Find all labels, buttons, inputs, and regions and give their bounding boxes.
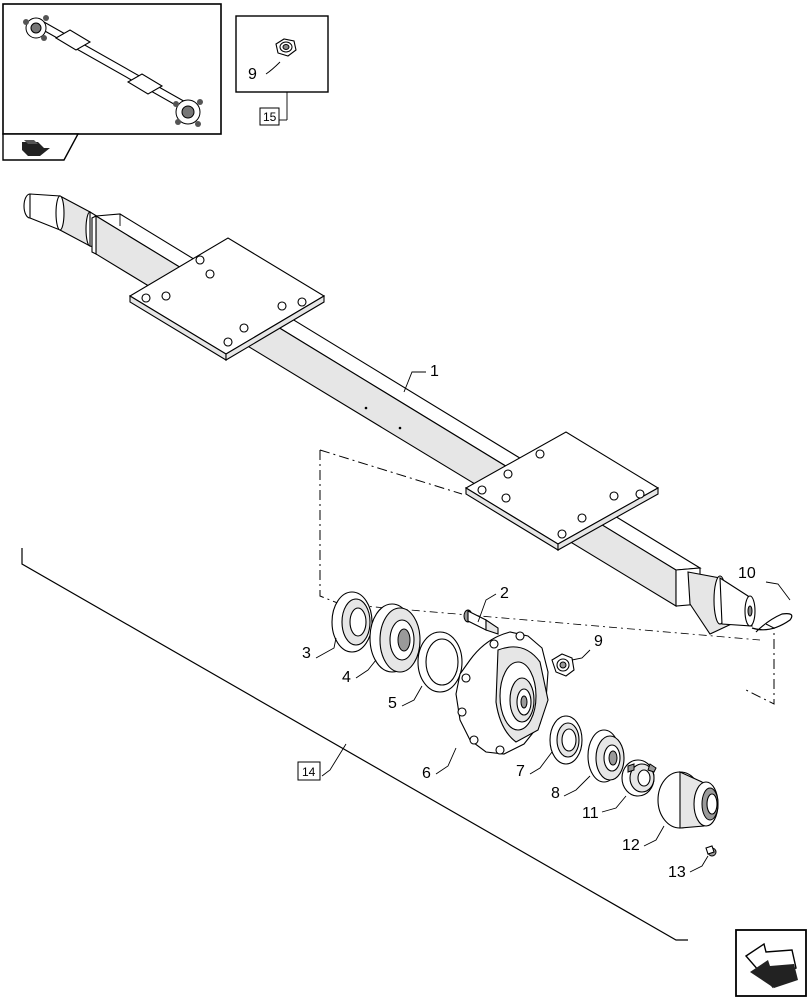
assembly-bracket [319, 449, 775, 705]
dust-cap[interactable] [657, 771, 719, 829]
callout-1: 1 [430, 363, 439, 380]
split-pin[interactable] [751, 613, 793, 633]
detail-callout-9: 9 [248, 66, 257, 83]
callout-11: 11 [582, 805, 599, 822]
mounting-plate-right[interactable] [464, 431, 660, 551]
callout-3: 3 [302, 645, 311, 662]
axle-beam[interactable] [23, 193, 756, 635]
outer-bearing[interactable] [587, 729, 625, 783]
nut-detail [275, 38, 297, 57]
callout-13: 13 [668, 864, 686, 881]
callout-leaders [315, 371, 791, 873]
callout-7: 7 [516, 763, 525, 780]
grease-nipple[interactable] [705, 845, 717, 857]
callout-5: 5 [388, 695, 397, 712]
reference-14: 14 [302, 765, 316, 779]
bearing-race-inner[interactable] [549, 715, 583, 765]
callout-8: 8 [551, 785, 560, 802]
thumbnail-axle [23, 15, 203, 127]
grease-seal[interactable] [331, 591, 373, 653]
reference-15: 15 [263, 110, 277, 124]
wheel-hub[interactable] [455, 631, 549, 755]
inner-bearing[interactable] [369, 603, 421, 673]
view-orientation-icon [22, 140, 50, 156]
callout-6: 6 [422, 765, 431, 782]
wheel-nut[interactable] [551, 653, 575, 677]
callout-2: 2 [500, 585, 509, 602]
callout-10: 10 [738, 565, 756, 582]
detail-panel: 9 15 [235, 15, 329, 126]
bearing-race-outer[interactable] [417, 631, 463, 693]
callout-4: 4 [342, 669, 351, 686]
navigation-arrow-icon[interactable] [735, 929, 807, 997]
group-bracket-14: 14 [21, 548, 688, 941]
castle-nut[interactable] [621, 759, 657, 797]
overview-thumbnail[interactable] [2, 3, 222, 161]
callout-9: 9 [594, 633, 603, 650]
callout-12: 12 [622, 837, 640, 854]
mounting-plate-left[interactable] [128, 237, 326, 361]
